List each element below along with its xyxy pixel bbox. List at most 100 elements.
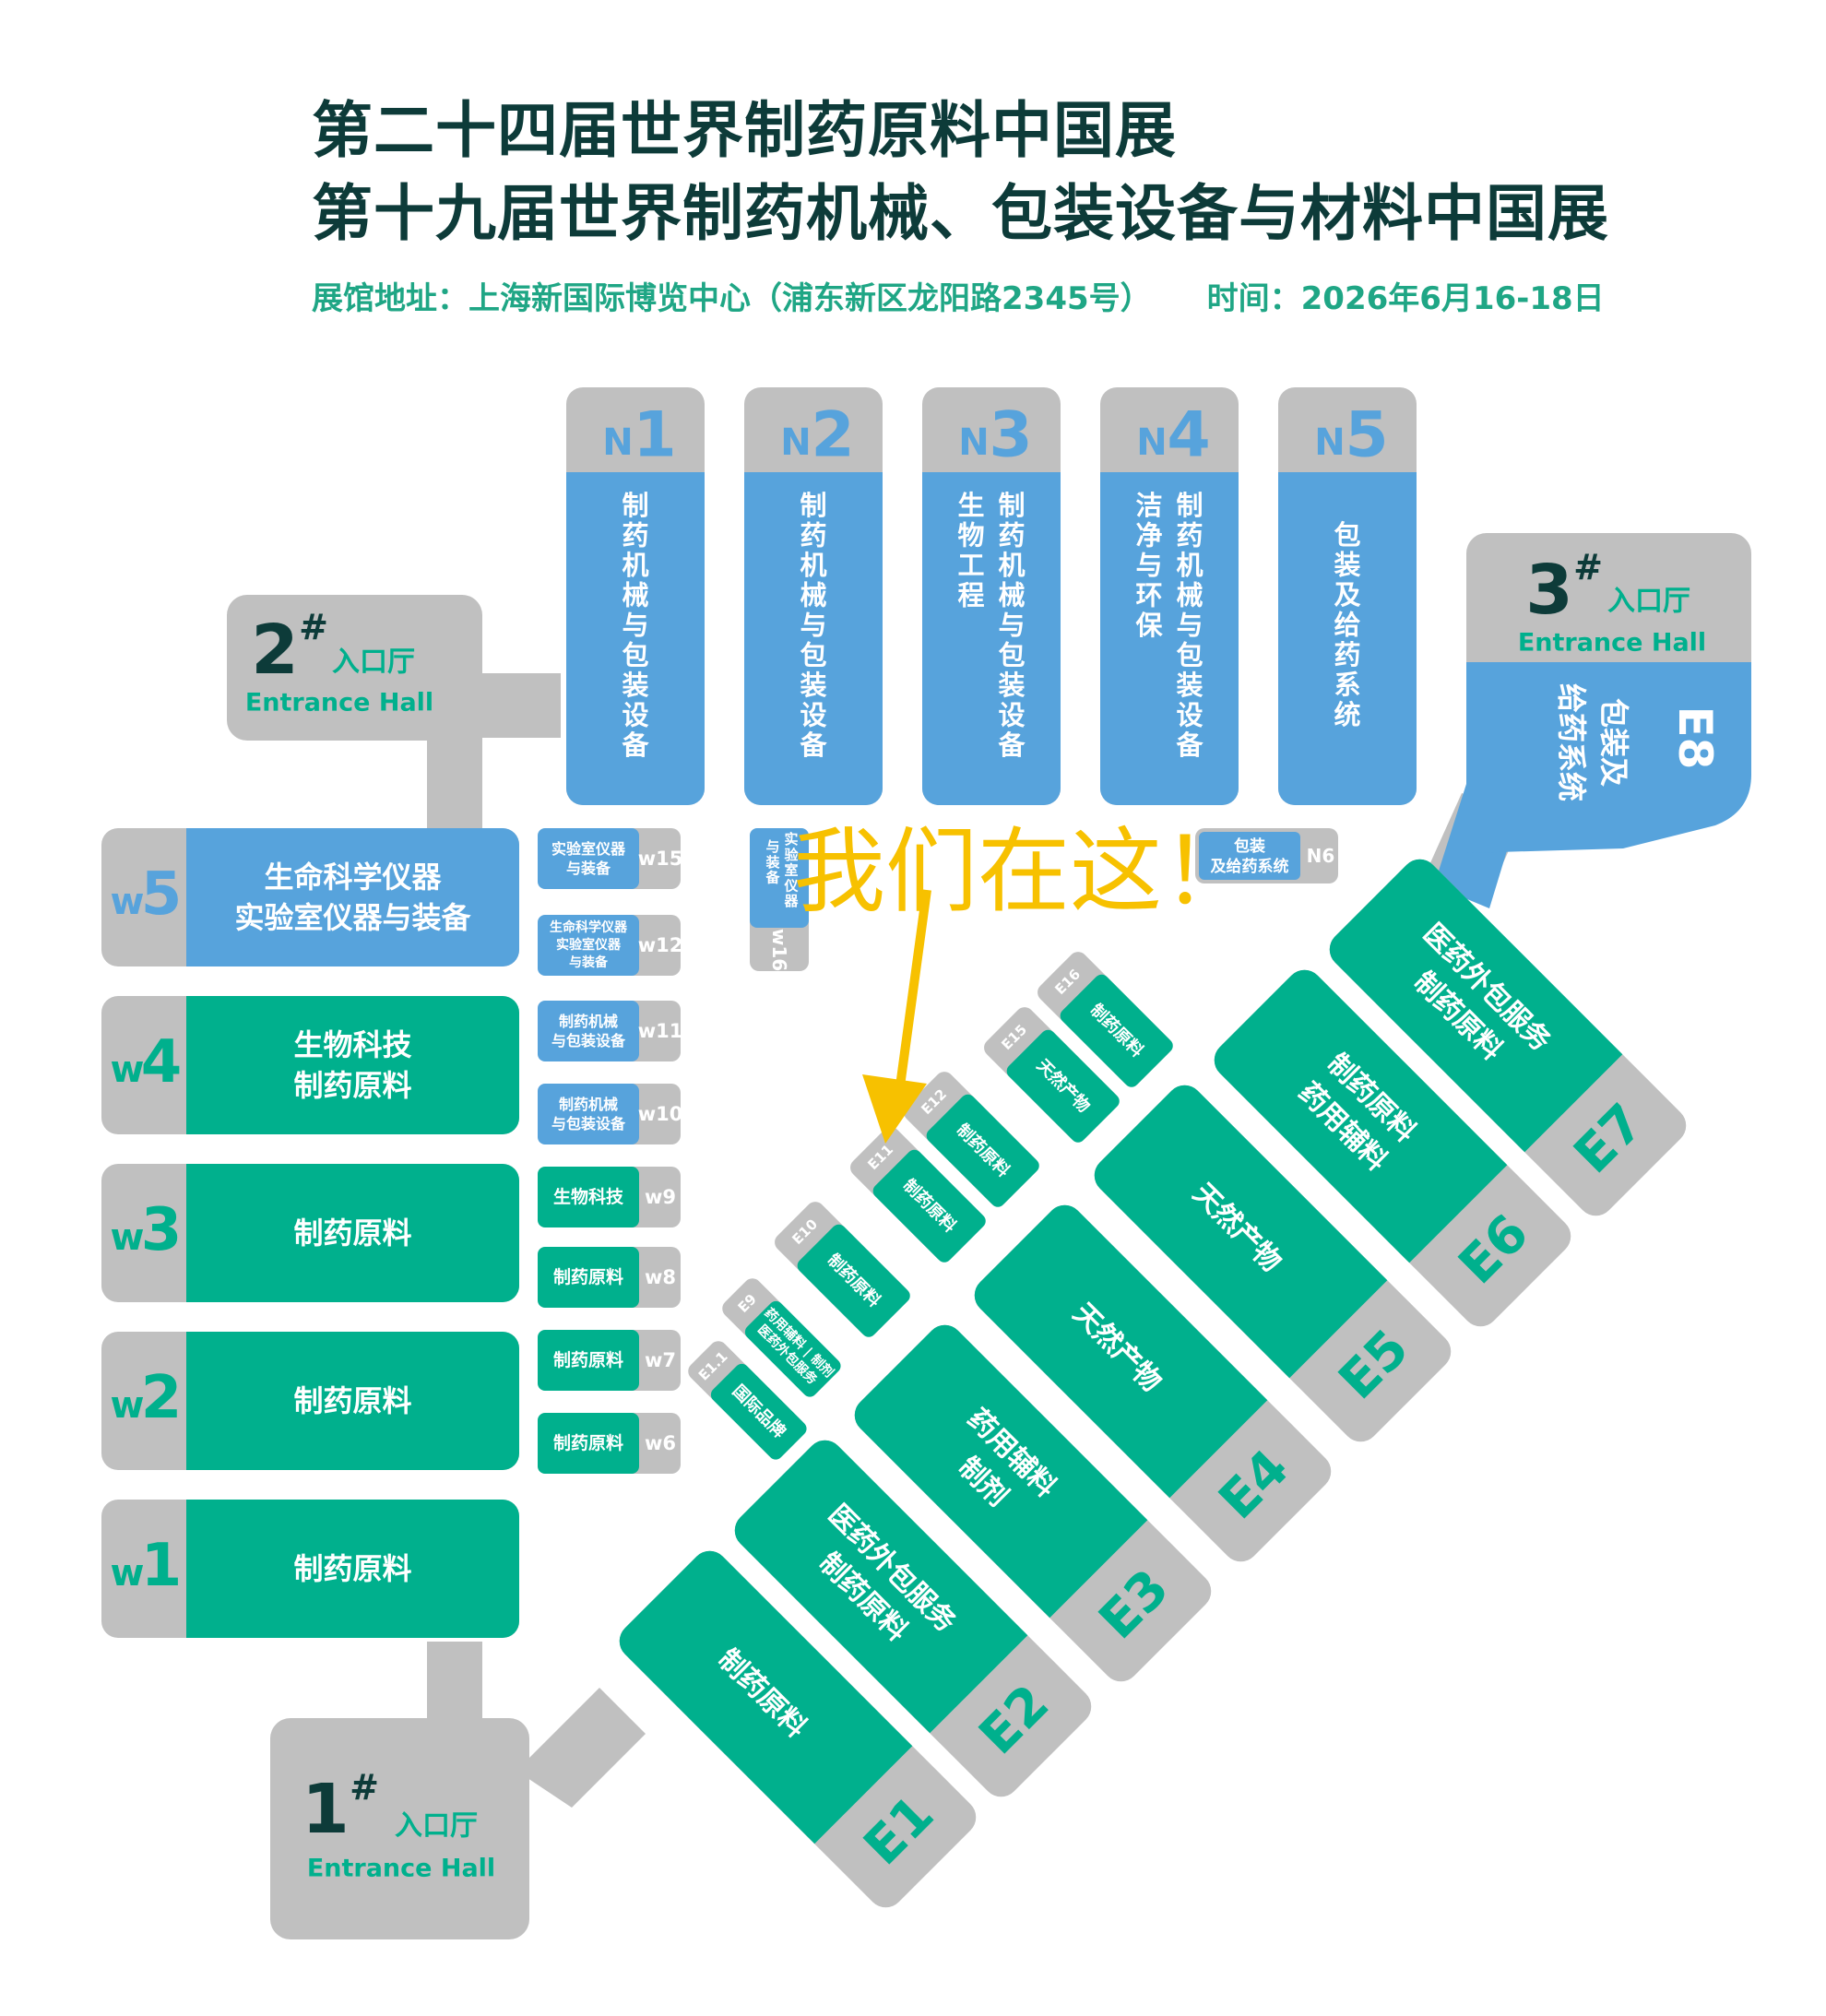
hall-w11-text-2: 与包装设备 [551,1032,626,1050]
entrance-1-sup: # [350,1767,379,1808]
hall-w4-letter: w [111,1049,145,1091]
hall-w8-text-1: 制药原料 [553,1266,623,1287]
svg-text:与: 与 [765,838,779,855]
hall-n3-number: 3 [989,399,1032,472]
hall-w5-letter: w [111,881,145,923]
svg-text:械: 械 [800,579,826,611]
svg-text:及: 及 [1334,579,1360,611]
svg-text:备: 备 [1175,729,1204,761]
hall-w4-text-2: 制药原料 [293,1068,411,1103]
svg-text:仪: 仪 [783,877,799,894]
hall-w5-number: 5 [141,860,183,929]
hall-w9-text-1: 生物科技 [553,1186,624,1207]
svg-text:备: 备 [799,729,827,761]
entrance-1-en: Entrance Hall [307,1855,495,1883]
svg-text:生: 生 [957,490,984,521]
hall-w5-text-1: 生命科学仪器 [264,860,442,895]
svg-text:实: 实 [784,831,798,848]
hall-w6[interactable]: w6 制药原料 [538,1413,681,1474]
svg-text:械: 械 [998,579,1025,611]
hall-n1-number: 1 [633,399,676,472]
entrance-hall-1[interactable]: 1# 入口厅 Entrance Hall [270,1718,529,1939]
svg-text:与: 与 [1135,550,1162,581]
svg-text:机: 机 [622,550,648,581]
hall-w6-text-1: 制药原料 [553,1432,623,1453]
hall-w3-text-1: 制药原料 [293,1216,411,1251]
svg-text:设: 设 [1176,699,1203,730]
svg-text:制: 制 [622,490,648,521]
hall-w11-text-1: 制药机械 [559,1013,618,1030]
svg-text:药: 药 [1334,639,1360,670]
svg-text:装: 装 [998,670,1025,701]
svg-text:制: 制 [998,490,1025,521]
svg-text:验: 验 [784,847,799,863]
svg-text:包: 包 [1334,519,1360,551]
svg-text:保: 保 [1134,610,1163,641]
svg-text:统: 统 [1334,699,1360,730]
svg-text:工: 工 [957,550,984,581]
svg-text:设: 设 [800,699,826,730]
svg-text:包: 包 [998,639,1025,670]
w16-text-1: 实验室仪器 [783,831,799,909]
svg-text:设: 设 [622,699,648,730]
svg-text:械: 械 [622,579,648,611]
hall-w10-text-2: 与包装设备 [551,1115,626,1133]
hall-w15-text-2: 与装备 [566,860,611,877]
n6-text-2: 及给药系统 [1211,857,1289,876]
entrance-1-cn: 入口厅 [395,1810,478,1843]
hall-w12-text-3: 与装备 [569,955,609,970]
hall-w1-text-1: 制药原料 [293,1551,411,1586]
svg-text:与: 与 [622,610,648,641]
hall-w2-number: 2 [141,1364,183,1432]
hall-w15-label: w15 [638,848,683,870]
hall-n4-number: 4 [1167,399,1210,472]
svg-text:装: 装 [1176,670,1203,701]
w16-label: w16 [768,929,790,971]
venue-address: 展馆地址：上海新国际博览中心（浦东新区龙阳路2345号） [312,280,1152,317]
hall-w12-text-2: 实验室仪器 [556,937,622,953]
e8-text-2: 给药系统 [1554,683,1589,801]
hall-n2-letter: N [780,421,811,464]
entrance-1-number: 1 [302,1770,350,1849]
pointer-arrow-shaft [895,889,931,1094]
hall-w11-label: w11 [638,1020,683,1042]
hall-w6-label: w6 [645,1432,676,1454]
svg-text:制: 制 [800,490,826,521]
